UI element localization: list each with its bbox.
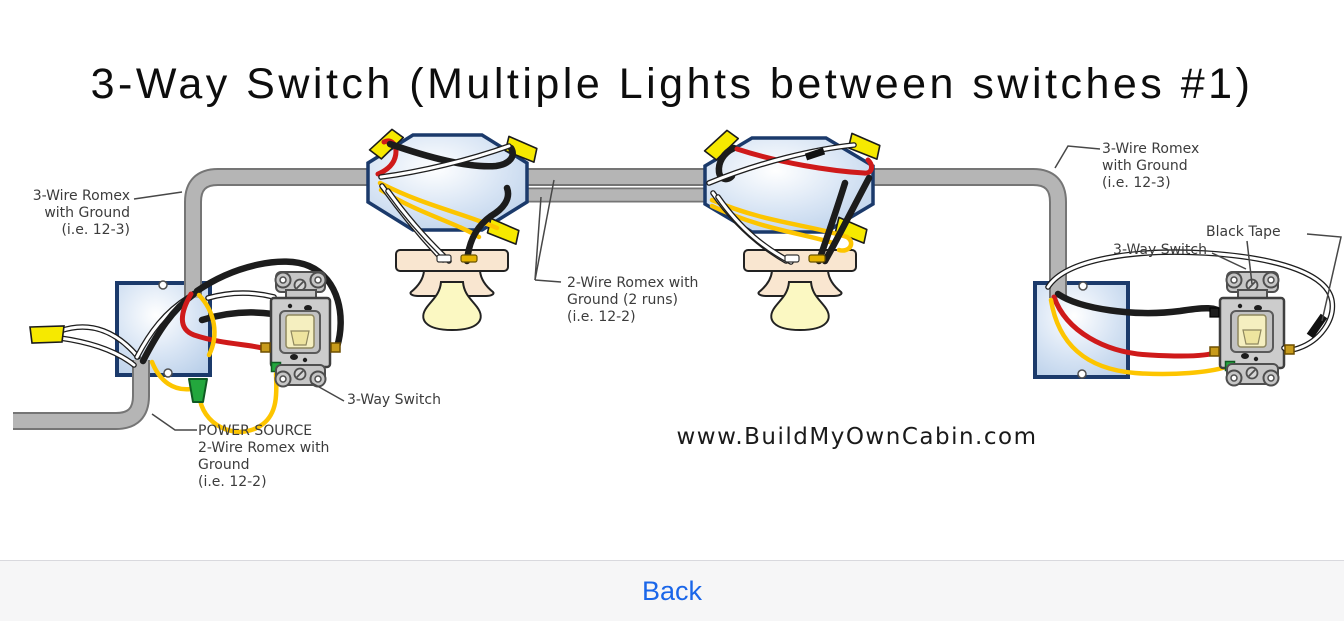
label-power-source: POWER SOURCE 2-Wire Romex with Ground (i… bbox=[198, 423, 329, 491]
label-line: with Ground bbox=[44, 205, 130, 221]
label-line: 2-Wire Romex with bbox=[567, 275, 699, 291]
back-button[interactable]: Back bbox=[622, 572, 722, 611]
label-right-romex: 3-Wire Romex with Ground (i.e. 12-3) bbox=[1102, 141, 1199, 192]
terminal-screw bbox=[1284, 344, 1295, 355]
footer-bar: Back bbox=[0, 560, 1344, 621]
left-light-bulb bbox=[422, 281, 482, 332]
terminal-screw bbox=[1209, 346, 1220, 357]
terminal-screw bbox=[260, 342, 271, 353]
label-line: 2-Wire Romex with bbox=[198, 440, 330, 456]
label-left-switch: 3-Way Switch bbox=[347, 392, 441, 408]
right-light-bulb bbox=[770, 281, 830, 332]
ground-wire-nut bbox=[188, 378, 208, 403]
right-light-fixture bbox=[743, 249, 857, 332]
left-octagon-wires bbox=[375, 138, 516, 265]
label-line: with Ground bbox=[1102, 158, 1188, 174]
watermark: www.BuildMyOwnCabin.com bbox=[676, 424, 1038, 450]
left-3way-switch bbox=[260, 271, 341, 388]
black-tape-mark bbox=[804, 147, 826, 161]
wiring-diagram bbox=[13, 125, 1342, 435]
label-line: 3-Wire Romex bbox=[32, 188, 130, 204]
left-light-fixture bbox=[395, 249, 509, 332]
label-line: (i.e. 12-3) bbox=[1102, 175, 1171, 191]
diagram-area: 3-Way Switch (Multiple Lights between sw… bbox=[0, 60, 1342, 491]
label-line: (i.e. 12-3) bbox=[61, 222, 130, 238]
label-middle-romex: 2-Wire Romex with Ground (2 runs) (i.e. … bbox=[567, 275, 698, 326]
terminal-screw bbox=[330, 342, 341, 353]
neutral-wire-nut bbox=[29, 325, 65, 344]
label-black-tape: Black Tape bbox=[1206, 224, 1281, 240]
right-3way-switch bbox=[1218, 271, 1286, 387]
label-line: 3-Wire Romex bbox=[1102, 141, 1200, 157]
diagram-title: 3-Way Switch (Multiple Lights between sw… bbox=[90, 60, 1254, 108]
terminal-screw bbox=[1209, 307, 1220, 318]
label-right-switch: 3-Way Switch bbox=[1113, 242, 1207, 258]
label-left-romex: 3-Wire Romex with Ground (i.e. 12-3) bbox=[0, 188, 130, 239]
label-line: (i.e. 12-2) bbox=[198, 474, 267, 490]
label-line: Ground bbox=[198, 457, 250, 473]
label-leader-lines bbox=[133, 145, 1342, 431]
label-line: POWER SOURCE bbox=[198, 423, 313, 439]
label-line: Ground (2 runs) bbox=[567, 292, 679, 308]
power-source-wires bbox=[29, 258, 344, 435]
right-octagon-wires bbox=[706, 142, 874, 265]
label-line: (i.e. 12-2) bbox=[567, 309, 636, 325]
